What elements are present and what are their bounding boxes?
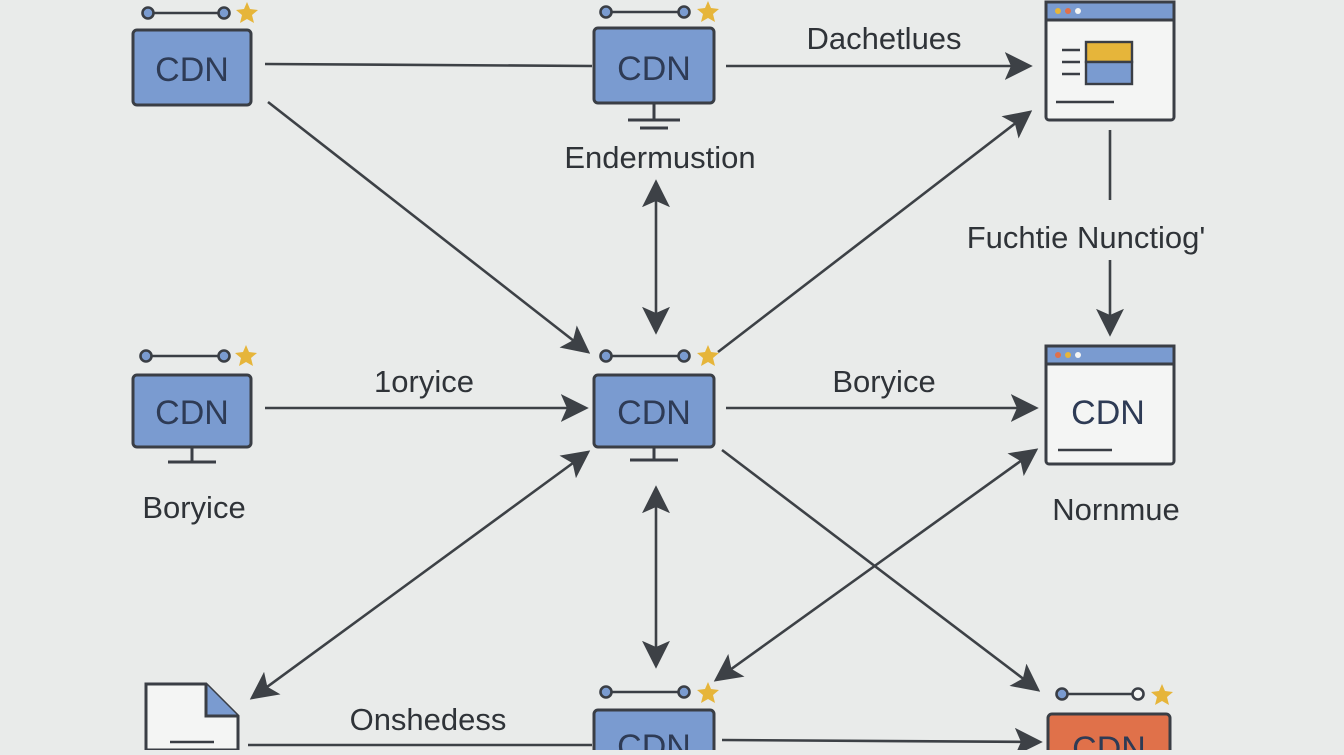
node-label: CDN [617,394,691,432]
cdn-box [131,28,253,107]
monitor-stand-icon [630,448,678,462]
network-link-icon [1055,687,1145,701]
node-label: CDN [1072,730,1146,750]
cdn-box [1046,712,1172,755]
node-label: CDN [1071,394,1145,432]
connectors [248,52,1124,755]
node-cdn-top-left[interactable]: CDN [131,2,258,107]
label-onshedess: Onshedess [350,702,507,737]
star-icon [1151,684,1173,705]
edge-center-to-bottomright [721,448,1041,692]
monitor-stand-icon [628,104,680,130]
monitor-screen [131,373,253,449]
network-link-icon [599,685,691,699]
star-icon [697,1,719,22]
widget-blue-block [1084,60,1134,86]
label-fuchtie-nunctiog: Fuchtie Nunctiog' [967,220,1206,255]
star-icon [235,345,257,366]
window-titlebar [1044,0,1176,22]
node-cdn-bottom-center[interactable]: CDN [592,682,719,755]
monitor-stand-icon [168,448,216,464]
network-link-icon [139,349,231,363]
node-cdn-center[interactable]: CDN [592,345,719,462]
diagram-labels: Dachetlues Endermustion Fuchtie Nunctiog… [142,21,1205,737]
node-cdn-bottom-right[interactable]: CDN [1046,684,1173,755]
network-link-icon [141,6,231,20]
window-dot-icon [1075,8,1081,14]
edge-midright-to-bottomcenter [713,448,1039,682]
monitor-screen [592,26,716,105]
edge-topleft-to-topcenter [264,62,593,68]
widget-yellow-block [1084,40,1134,64]
window-titlebar [1044,344,1176,366]
monitor-screen [592,373,716,449]
edge-center-to-dashboard [717,110,1033,354]
window-dot-icon [1065,8,1071,14]
label-boryice-left: Boryice [142,490,245,525]
edge-topleft-to-center [267,100,591,354]
node-cdn-top-center[interactable]: CDN [592,1,719,130]
node-label: CDN [617,728,691,750]
cdn-box [592,708,716,755]
node-label: CDN [155,51,229,89]
edge-bottomcenter-to-bottomright [721,727,1043,755]
document-fold [204,684,238,718]
node-dashboard-window[interactable] [1044,0,1176,122]
label-nornmue: Nornmue [1052,492,1180,527]
window-dot-icon [1055,352,1061,358]
label-endermustion: Endermustion [564,140,755,175]
edge-center-doc-bidir [249,450,591,700]
node-label: CDN [617,50,691,88]
star-icon [236,2,258,23]
node-cdn-mid-left[interactable]: CDN [131,345,257,464]
text-lines-icon [1056,48,1114,104]
window-dot-icon [1055,8,1061,14]
label-dachetlues: Dachetlues [806,21,961,56]
window-dot-icon [1075,352,1081,358]
network-link-icon [599,5,691,19]
star-icon [697,682,719,703]
node-label: CDN [155,394,229,432]
network-link-icon [599,349,691,363]
label-oryice: 1oryice [374,364,474,399]
star-icon [697,345,719,366]
node-cdn-mid-right[interactable]: CDN [1044,344,1176,466]
label-boryice-right: Boryice [832,364,935,399]
window-dot-icon [1065,352,1071,358]
node-document[interactable] [144,682,240,752]
